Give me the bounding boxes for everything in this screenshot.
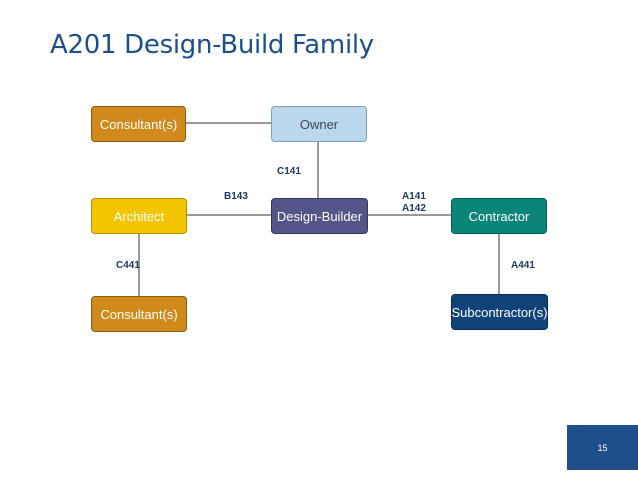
contract-label-a441: A441 bbox=[511, 260, 535, 271]
contractor-label: Contractor bbox=[468, 208, 530, 224]
consultant-top-node: Consultant(s) bbox=[91, 106, 186, 142]
contractor-node: Contractor bbox=[451, 198, 547, 234]
architect-label: Architect bbox=[113, 208, 165, 224]
consultant-bottom-node: Consultant(s) bbox=[91, 296, 187, 332]
architect-node: Architect bbox=[91, 198, 187, 234]
page-number: 15 bbox=[597, 442, 608, 453]
consultant-top-label: Consultant(s) bbox=[99, 116, 178, 132]
owner-label: Owner bbox=[299, 116, 339, 132]
design-builder-label: Design-Builder bbox=[276, 208, 363, 224]
contract-label-a142: A142 bbox=[402, 203, 426, 214]
design-builder-node: Design-Builder bbox=[271, 198, 368, 234]
consultant-bottom-label: Consultant(s) bbox=[100, 306, 178, 322]
subcontractor-node: Subcontractor(s) bbox=[451, 294, 548, 330]
owner-node: Owner bbox=[271, 106, 367, 142]
contract-label-c441: C441 bbox=[116, 260, 140, 271]
contract-label-a141: A141 bbox=[402, 191, 426, 202]
contract-label-b143: B143 bbox=[224, 191, 248, 202]
subcontractor-label: Subcontractor(s) bbox=[451, 304, 548, 320]
page-number-box: 15 bbox=[567, 425, 638, 470]
slide-title: A201 Design-Build Family bbox=[50, 30, 374, 60]
contract-label-c141: C141 bbox=[277, 166, 301, 177]
